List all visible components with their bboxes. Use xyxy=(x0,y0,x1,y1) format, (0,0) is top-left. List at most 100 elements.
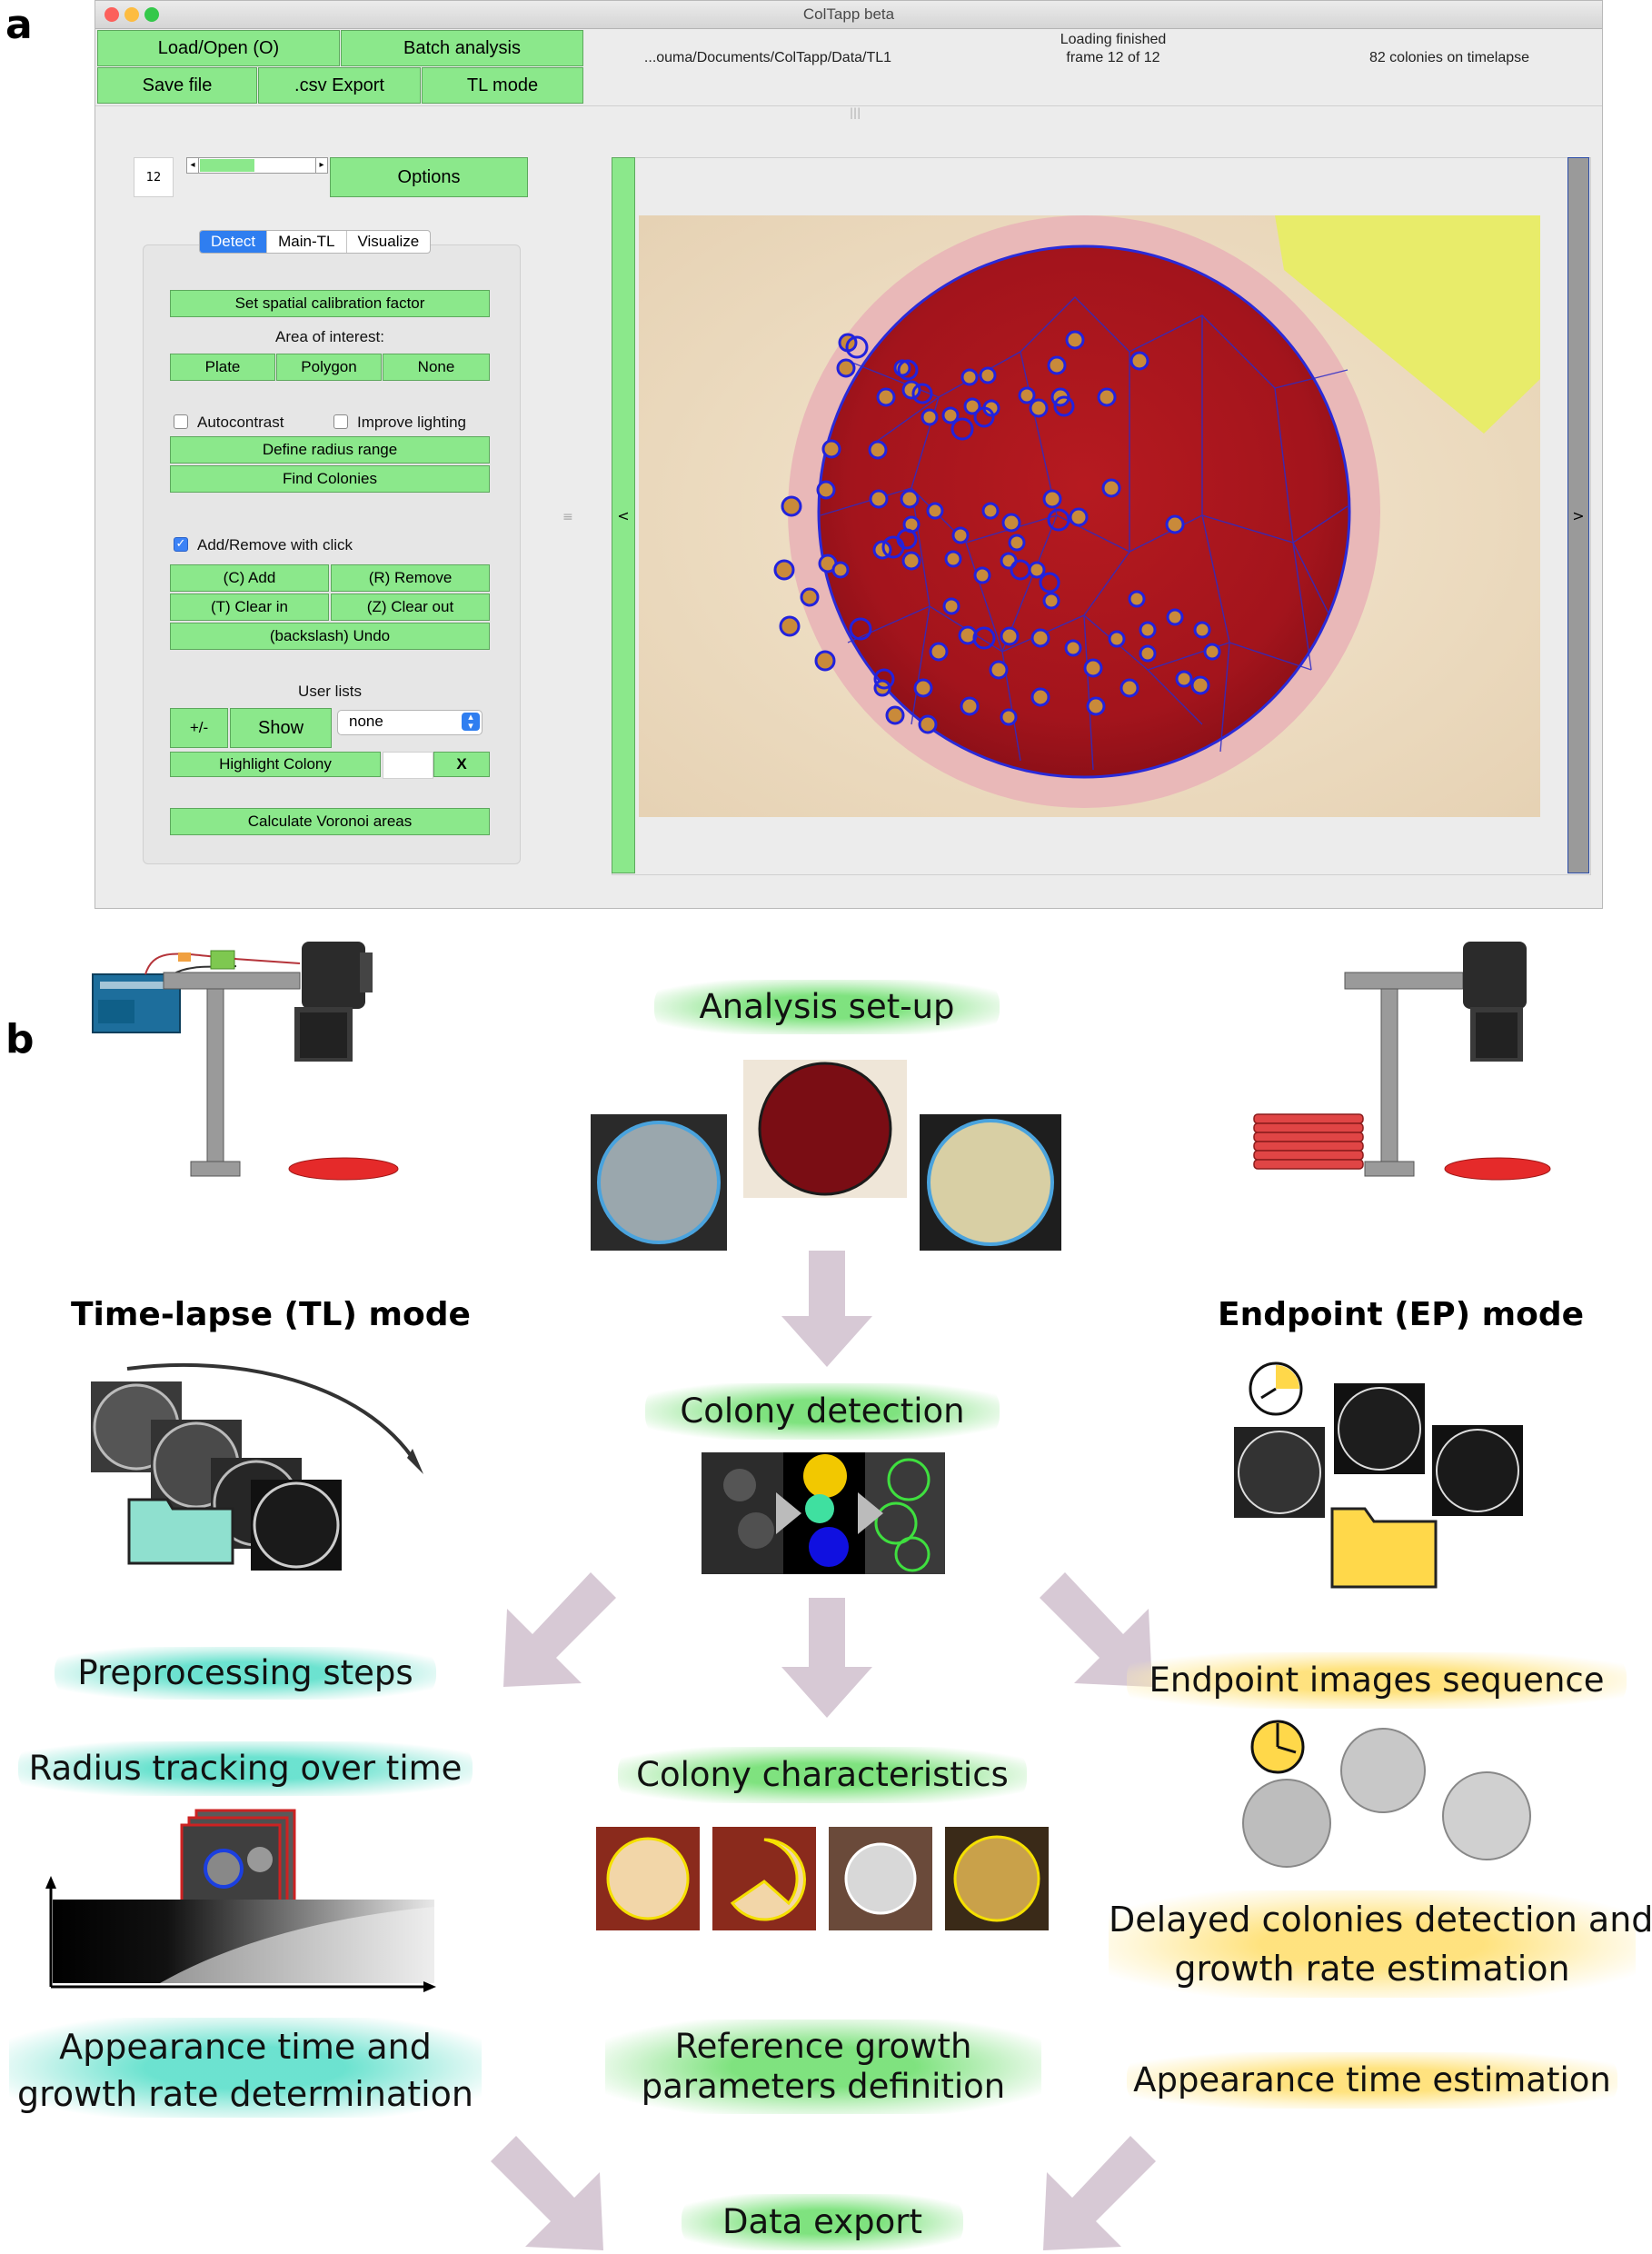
autocontrast-checkbox[interactable] xyxy=(174,414,188,429)
add-remove-label: Add/Remove with click xyxy=(197,536,353,554)
undo-button[interactable]: (backslash) Undo xyxy=(170,623,490,650)
folder-icon xyxy=(1330,1507,1438,1589)
none-button[interactable]: None xyxy=(383,354,490,381)
title-bar: ColTapp beta xyxy=(95,1,1602,29)
reference-growth-label: Reference growth parameters definition xyxy=(605,2020,1041,2114)
appearance-growth-label: Appearance time and growth rate determin… xyxy=(9,2018,482,2118)
remove-button[interactable]: (R) Remove xyxy=(331,564,490,592)
tab-detect[interactable]: Detect xyxy=(200,231,268,253)
next-frame-button[interactable]: > xyxy=(1567,157,1589,873)
window-title: ColTapp beta xyxy=(802,5,895,23)
reference-growth-line1: Reference growth xyxy=(674,2027,972,2066)
detection-steps-illustration xyxy=(702,1452,945,1574)
add-button[interactable]: (C) Add xyxy=(170,564,329,592)
highlight-colony-input[interactable] xyxy=(383,752,433,779)
select-chevron-icon[interactable]: ▴▾ xyxy=(462,712,480,731)
close-window-button[interactable] xyxy=(104,7,119,22)
arrow-down-right-icon xyxy=(491,2136,603,2250)
voronoi-lines xyxy=(820,296,1348,771)
find-colonies-button[interactable]: Find Colonies xyxy=(170,465,490,493)
splitter-grip-icon[interactable]: ||| xyxy=(850,106,861,119)
label-note xyxy=(1275,215,1540,434)
preprocessing-label: Preprocessing steps xyxy=(55,1647,436,1700)
colony-detection-label: Colony detection xyxy=(645,1383,1000,1440)
slider-thumb[interactable] xyxy=(200,159,254,172)
appearance-growth-line2: growth rate determination xyxy=(16,2074,474,2114)
arrow-down-icon xyxy=(781,1598,872,1718)
frame-status: frame 12 of 12 xyxy=(1066,50,1160,65)
load-open-button[interactable]: Load/Open (O) xyxy=(97,30,340,66)
autocontrast-label: Autocontrast xyxy=(197,414,284,431)
minimize-window-button[interactable] xyxy=(124,7,139,22)
tl-image-stack-illustration xyxy=(91,1362,423,1571)
toolbar-divider xyxy=(95,105,1602,106)
user-list-select[interactable]: none ▴▾ xyxy=(337,710,483,735)
highlight-clear-button[interactable]: X xyxy=(433,752,490,777)
delayed-colonies-line2: growth rate estimation xyxy=(1174,1949,1570,1989)
spatial-calibration-button[interactable]: Set spatial calibration factor xyxy=(170,290,490,317)
clear-in-button[interactable]: (T) Clear in xyxy=(170,593,329,621)
data-export-label: Data export xyxy=(682,2194,963,2250)
zoom-window-button[interactable] xyxy=(144,7,159,22)
slider-right-arrow-icon[interactable]: ▸ xyxy=(315,158,327,173)
improve-lighting-checkbox[interactable] xyxy=(333,414,348,429)
plate-image[interactable] xyxy=(639,215,1540,817)
save-file-button[interactable]: Save file xyxy=(97,67,257,104)
previous-frame-button[interactable]: < xyxy=(612,157,635,873)
plate-stack-icon xyxy=(1253,1113,1364,1170)
frame-slider[interactable]: ◂ ▸ xyxy=(186,157,328,174)
plate-button[interactable]: Plate xyxy=(170,354,275,381)
improve-lighting-label: Improve lighting xyxy=(357,414,467,431)
plate-thumbnails xyxy=(591,1060,1061,1251)
tab-main-tl[interactable]: Main-TL xyxy=(267,231,347,253)
slider-left-arrow-icon[interactable]: ◂ xyxy=(187,158,199,173)
petri-dish-icon xyxy=(1444,1157,1551,1181)
panel-label-b: b xyxy=(5,1016,35,1062)
panel-label-a: a xyxy=(5,2,33,48)
highlight-colony-button[interactable]: Highlight Colony xyxy=(170,752,381,777)
frame-number-field[interactable]: 12 xyxy=(134,157,174,197)
colony-markers[interactable] xyxy=(773,330,1221,734)
show-button[interactable]: Show xyxy=(230,708,332,748)
batch-analysis-button[interactable]: Batch analysis xyxy=(341,30,583,66)
user-list-select-value: none xyxy=(349,713,383,730)
camera-icon xyxy=(1463,942,1527,1062)
tl-mode-button[interactable]: TL mode xyxy=(422,67,583,104)
panel-splitter-icon[interactable]: ≡ xyxy=(562,510,573,524)
endpoint-sequence-label: Endpoint images sequence xyxy=(1127,1652,1627,1709)
folder-icon xyxy=(127,1498,234,1565)
analysis-setup-label: Analysis set-up xyxy=(654,980,1000,1034)
colony-count-status: 82 colonies on timelapse xyxy=(1368,50,1530,65)
plus-minus-button[interactable]: +/- xyxy=(170,708,228,748)
delayed-colonies-line1: Delayed colonies detection and xyxy=(1109,1900,1652,1940)
arrow-down-left-icon xyxy=(503,1572,616,1687)
app-window: ColTapp beta Load/Open (O) Batch analysi… xyxy=(95,0,1603,909)
file-path: ...ouma/Documents/ColTapp/Data/TL1 xyxy=(643,50,892,65)
radius-tracking-label: Radius tracking over time xyxy=(18,1741,473,1796)
options-button[interactable]: Options xyxy=(330,157,528,197)
add-remove-checkbox[interactable]: ✓ xyxy=(174,537,188,552)
petri-dish-icon xyxy=(288,1157,399,1181)
arrow-down-left-icon xyxy=(1043,2136,1156,2250)
reference-growth-line2: parameters definition xyxy=(641,2067,1006,2106)
tab-visualize[interactable]: Visualize xyxy=(357,233,420,250)
polygon-button[interactable]: Polygon xyxy=(276,354,382,381)
appearance-growth-line1: Appearance time and xyxy=(59,2027,432,2067)
csv-export-button[interactable]: .csv Export xyxy=(258,67,421,104)
ep-image-set-illustration xyxy=(1234,1361,1523,1589)
tab-bar: Detect Main-TL Visualize xyxy=(199,230,432,254)
ep-mode-title: Endpoint (EP) mode xyxy=(1218,1296,1585,1333)
clock-icon xyxy=(1249,1361,1303,1416)
colony-characteristics-label: Colony characteristics xyxy=(618,1747,1027,1803)
arrow-down-icon xyxy=(781,1251,872,1367)
camera-icon xyxy=(294,942,373,1062)
voronoi-button[interactable]: Calculate Voronoi areas xyxy=(170,808,490,835)
clear-out-button[interactable]: (Z) Clear out xyxy=(331,593,490,621)
colony-characteristics-thumbnails xyxy=(596,1827,1049,1930)
stand-arm xyxy=(163,972,301,990)
arrow-down-right-icon xyxy=(1040,1572,1152,1687)
radius-tracking-illustration xyxy=(45,1809,436,1992)
appearance-estimation-label: Appearance time estimation xyxy=(1127,2052,1617,2109)
loading-status: Loading finished xyxy=(1060,32,1167,47)
define-radius-range-button[interactable]: Define radius range xyxy=(170,436,490,464)
